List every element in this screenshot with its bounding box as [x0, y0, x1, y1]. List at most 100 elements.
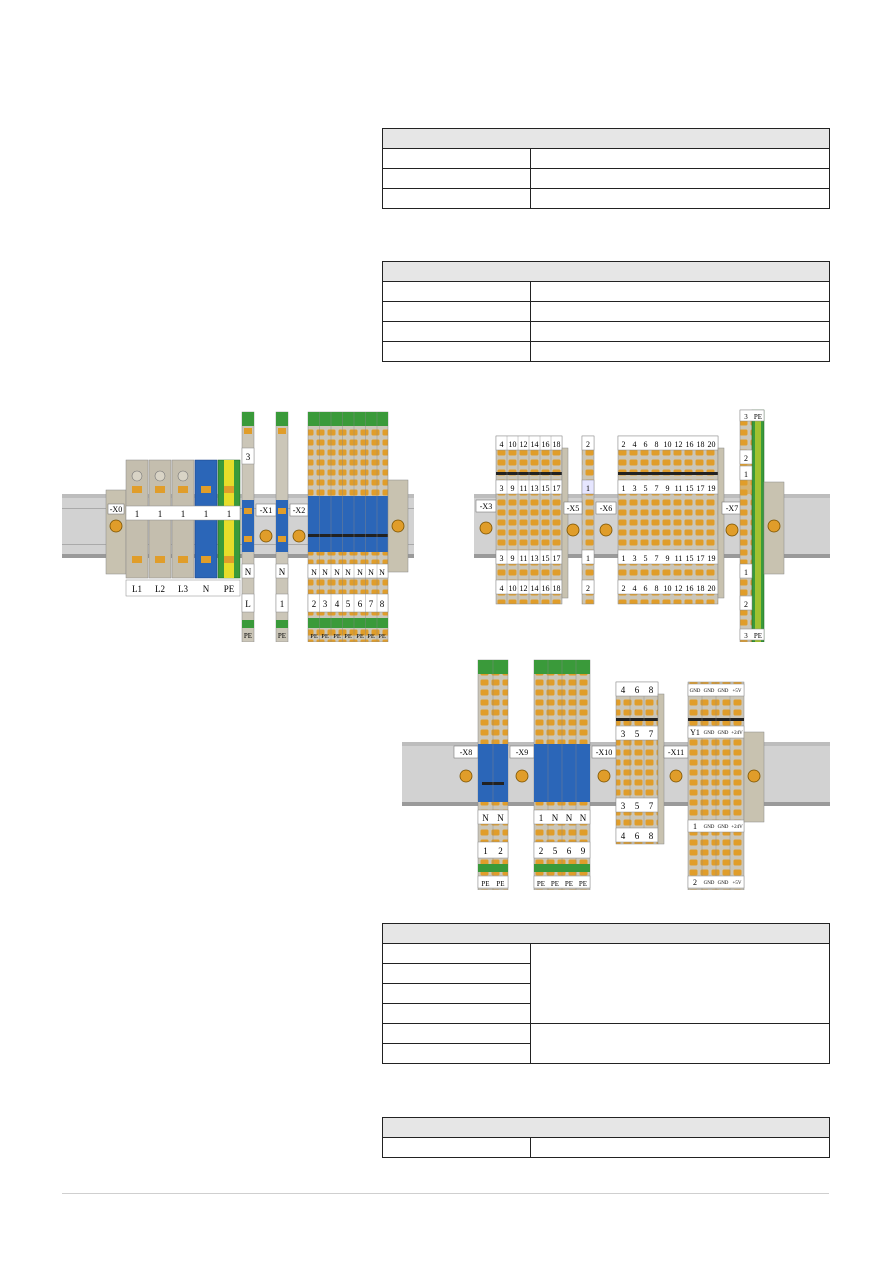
x2-pe-label: PE [310, 633, 318, 640]
x6-terminals: 2 4 6 8 10 12 16 18 20 1 3 5 7 9 11 15 1… [617, 435, 719, 605]
x3-top-label: 10 [509, 440, 517, 449]
x0-top-label: 1 [135, 509, 140, 519]
x2-num-label: 8 [380, 599, 385, 609]
x6-top-label: 6 [644, 440, 648, 449]
table-cell [382, 1003, 531, 1024]
table-cell [382, 168, 531, 189]
x11-r2-label: GND [718, 825, 729, 830]
x10-r1-label: 5 [635, 729, 640, 739]
table-header [382, 128, 830, 149]
x2-pe-label: PE [356, 633, 364, 640]
x1a-mid-label: N [245, 567, 252, 577]
label-x1: -X1 [260, 506, 272, 515]
x9-num-label: 2 [539, 846, 544, 856]
x7-bot2-label: PE [754, 632, 762, 640]
table-cell [382, 281, 531, 302]
x0-top-label: 1 [158, 509, 163, 519]
x1b-pe-label: PE [278, 632, 286, 640]
x11-top-label: +5V [733, 689, 742, 694]
x3-r1-label: 11 [520, 484, 528, 493]
x6-r1-label: 15 [686, 484, 694, 493]
footer-divider [62, 1193, 829, 1194]
label-x6: -X6 [600, 504, 612, 513]
x6-top-label: 20 [708, 440, 716, 449]
terminal-diagram-3: -X8 N N 1 2 PE PE -X9 1 N N N 2 5 6 [402, 659, 830, 890]
table-cell [530, 168, 830, 189]
x3-r2-label: 3 [500, 554, 504, 563]
x2-n-label: N [357, 568, 363, 577]
x1a-bot-label: L [245, 599, 251, 609]
x2-pe-label: PE [378, 633, 386, 640]
x0-bottom-label: N [203, 584, 210, 594]
x6-r1-label: 11 [675, 484, 683, 493]
x9-num-label: 6 [567, 846, 572, 856]
x6-top-label: 16 [686, 440, 694, 449]
x10-top-label: 6 [635, 685, 640, 695]
x6-top-label: 2 [622, 440, 626, 449]
x6-bot-label: 4 [633, 584, 637, 593]
x6-bot-label: 8 [655, 584, 659, 593]
x9-num-label: 5 [553, 846, 558, 856]
x9-terminals: 1 N N N 2 5 6 9 PE PE PE PE [533, 659, 591, 890]
x3-r2-label: 9 [511, 554, 515, 563]
x2-num-label: 5 [346, 599, 351, 609]
x6-bot-label: 12 [675, 584, 683, 593]
x10-top-label: 4 [621, 685, 626, 695]
x6-r1-label: 1 [622, 484, 626, 493]
x11-r1-label: Y1 [690, 728, 700, 737]
x10-r2-label: 3 [621, 801, 626, 811]
x9-pe-label: PE [565, 880, 573, 888]
x6-bot-label: 20 [708, 584, 716, 593]
x7-c-label: 1 [744, 568, 748, 577]
x6-r1-label: 3 [633, 484, 637, 493]
x7-a-label: 2 [744, 454, 748, 463]
x11-bot-label: +5V [733, 881, 742, 886]
x8-pe-label: PE [481, 880, 489, 888]
x0-top-label: 1 [181, 509, 186, 519]
x6-r2-label: 17 [697, 554, 705, 563]
table-3 [382, 923, 830, 1064]
x9-pe-label: PE [551, 880, 559, 888]
x1a-top-label: 3 [246, 452, 251, 462]
x2-terminals: N N N N N N N 2 3 4 5 6 7 8 PE PE PE PE … [307, 411, 389, 642]
x3-top-label: 4 [500, 440, 504, 449]
x5-terminal: 2 1 1 2 [581, 435, 595, 605]
x11-top-label: GND [690, 689, 701, 694]
x6-r1-label: 9 [666, 484, 670, 493]
x11-r2-label: +24V [731, 825, 743, 830]
x3-r1-label: 17 [553, 484, 561, 493]
x3-r1-label: 15 [542, 484, 550, 493]
x6-r2-label: 1 [622, 554, 626, 563]
x2-pe-label: PE [321, 633, 329, 640]
x6-r2-label: 15 [686, 554, 694, 563]
x7-b-label: 1 [744, 470, 748, 479]
x2-num-label: 6 [358, 599, 363, 609]
x6-r2-label: 9 [666, 554, 670, 563]
x6-r1-label: 5 [644, 484, 648, 493]
x10-terminals: 4 6 8 3 5 7 3 5 7 4 6 8 [615, 681, 659, 845]
label-x8: -X8 [460, 748, 472, 757]
table-cell [530, 1137, 830, 1158]
terminal-diagram-1: -X0 1 1 1 1 1 L1 L2 L3 N PE [62, 411, 414, 642]
table-cell [530, 943, 830, 1024]
x9-n-label: N [566, 813, 573, 823]
table-cell [382, 341, 531, 362]
x3-bot-label: 14 [531, 584, 539, 593]
x3-r1-label: 13 [531, 484, 539, 493]
table-cell [530, 1023, 830, 1064]
label-x9: -X9 [516, 748, 528, 757]
x9-num-label: 9 [581, 846, 586, 856]
x5-r2-label: 1 [586, 554, 590, 563]
x11-terminals: GND GND GND +5V Y1 GND GND +24V 1 GND GN… [687, 681, 745, 890]
x0-top-label: 1 [227, 509, 232, 519]
x8-num-label: 2 [498, 846, 503, 856]
x10-r2-label: 7 [649, 801, 654, 811]
label-x0: -X0 [110, 505, 122, 514]
x2-num-label: 3 [323, 599, 328, 609]
x7-bot1-label: 3 [744, 632, 748, 640]
x8-terminals: N N 1 2 PE PE [477, 659, 509, 890]
x9-n-label: N [580, 813, 587, 823]
x6-top-label: 18 [697, 440, 705, 449]
x6-top-label: 8 [655, 440, 659, 449]
x3-top-label: 18 [553, 440, 561, 449]
